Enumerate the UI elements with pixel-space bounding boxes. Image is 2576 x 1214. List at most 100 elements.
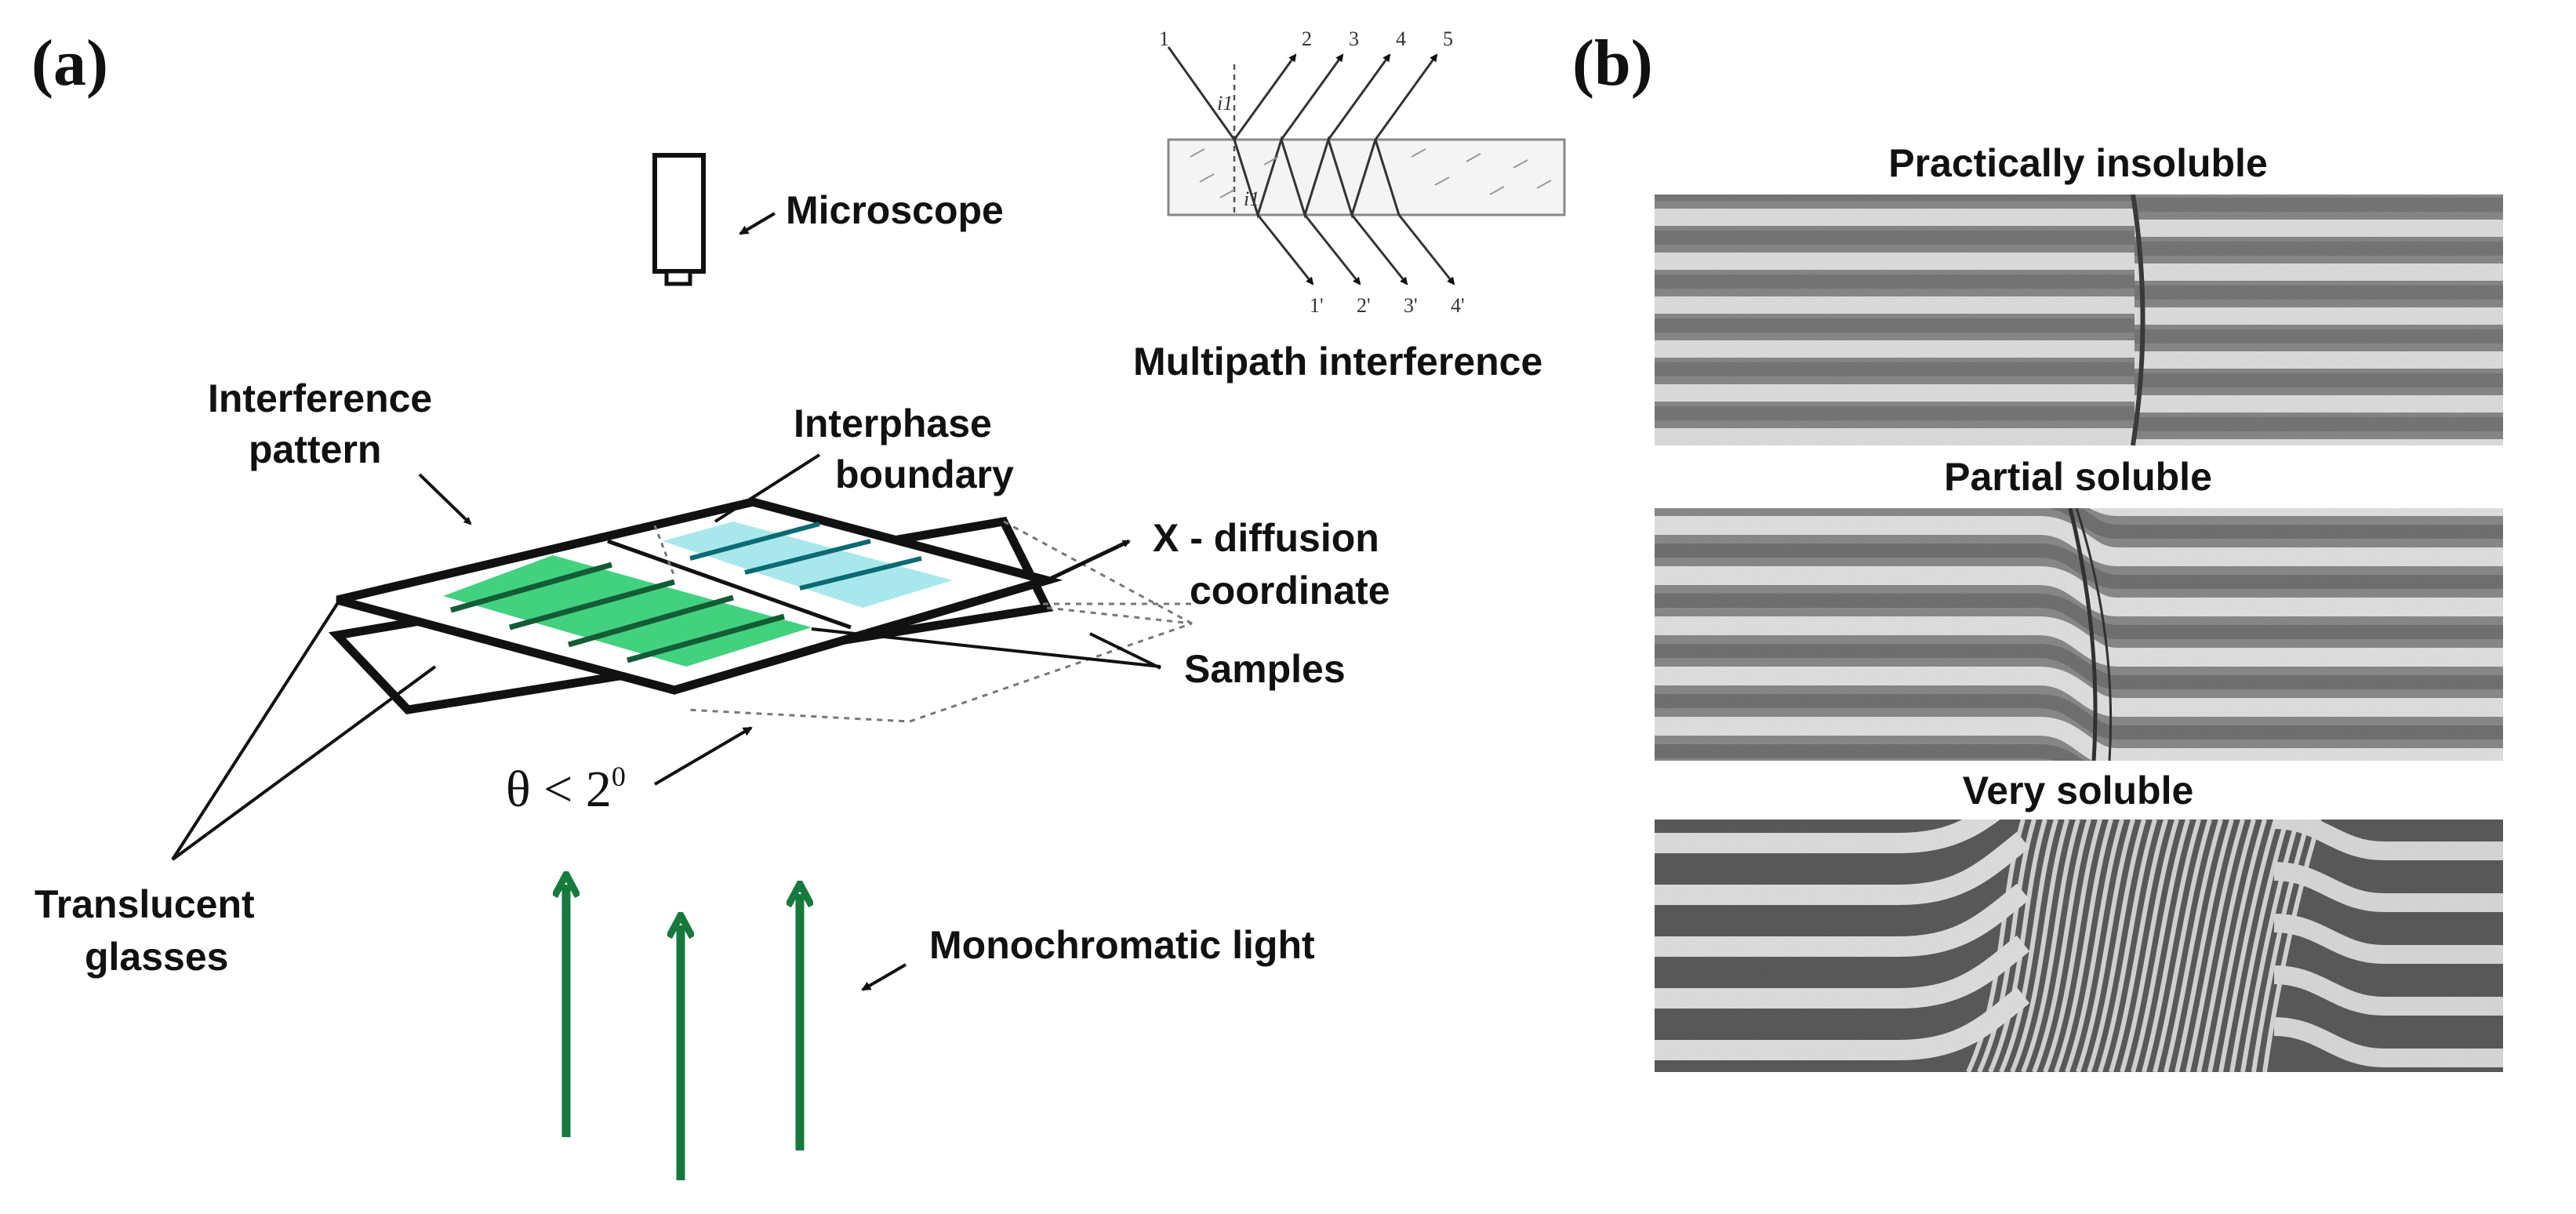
diffusion-label-line1: X - diffusion bbox=[1153, 516, 1379, 560]
fringe-stripe bbox=[2135, 417, 2503, 431]
fringe-stripe bbox=[2218, 820, 2278, 1072]
fringe-stripe bbox=[2076, 820, 2135, 1072]
cyan-region bbox=[663, 522, 953, 608]
panel-b-letter: (b) bbox=[1572, 27, 1653, 100]
fringe-stripe bbox=[1655, 296, 2135, 314]
angle-mark-top: i1 bbox=[1217, 92, 1233, 114]
fringe-stripe bbox=[1655, 566, 2503, 616]
fringe-stripe bbox=[2135, 373, 2503, 387]
interphase-boundary-label-line1: Interphase bbox=[794, 402, 992, 445]
fringe-stripe bbox=[2135, 307, 2503, 325]
fringe-stripe bbox=[2065, 820, 2124, 1072]
fringe-stripe bbox=[2032, 820, 2091, 1072]
fringe-stripe bbox=[2153, 820, 2212, 1072]
microscope-label: Microscope bbox=[786, 188, 1004, 232]
ray-number: 3' bbox=[1404, 294, 1418, 317]
light-pointer bbox=[861, 963, 907, 991]
fringe-stripe bbox=[1655, 594, 2503, 639]
fringe-stripe bbox=[2021, 820, 2080, 1072]
fringe-image-partial bbox=[1655, 508, 2503, 761]
fringe-stripe bbox=[1655, 694, 2503, 740]
angle-pointer bbox=[653, 726, 753, 786]
fringe-stripe bbox=[2273, 1017, 2503, 1067]
fringe-stripe bbox=[2229, 820, 2289, 1072]
fringe-stripe bbox=[2135, 395, 2503, 413]
green-region bbox=[443, 555, 812, 667]
fringe-stripe bbox=[2273, 820, 2503, 860]
fringe-stripe bbox=[2196, 820, 2256, 1072]
fringe-stripe bbox=[2262, 820, 2322, 1072]
ray-number: 4 bbox=[1396, 27, 1406, 50]
panel-a-letter: (a) bbox=[31, 27, 108, 100]
fringe-stripe bbox=[2120, 820, 2179, 1072]
multipath-ray-numbers-top: 1 2 3 4 5 bbox=[1159, 27, 1453, 50]
translucent-label-line1: Translucent bbox=[35, 882, 255, 926]
image-title-partial: Partial soluble bbox=[1944, 455, 2212, 499]
ray-number: 1 bbox=[1159, 27, 1169, 50]
fringe-stripe bbox=[2135, 242, 2503, 256]
angle-mark-bottom: i1 bbox=[1244, 187, 1259, 210]
ray-number: 5 bbox=[1443, 27, 1453, 50]
fringe-stripe bbox=[2109, 820, 2168, 1072]
microscope-icon bbox=[652, 153, 706, 286]
fringe-stripe bbox=[2142, 820, 2201, 1072]
diffusion-arrow bbox=[1045, 539, 1131, 583]
ray-number: 4' bbox=[1451, 294, 1465, 317]
fringe-stripe bbox=[1999, 820, 2058, 1072]
interference-pattern-label-line2: pattern bbox=[249, 427, 381, 471]
angle-label: θ < 20 bbox=[506, 761, 626, 818]
fringe-stripe bbox=[1655, 318, 2135, 333]
fringe-stripe bbox=[1655, 667, 2503, 717]
interference-pattern-pointer bbox=[418, 473, 472, 525]
image-title-insoluble: Practically insoluble bbox=[1888, 141, 2268, 185]
diffusion-label-line2: coordinate bbox=[1190, 569, 1390, 612]
fringe-stripe bbox=[2087, 820, 2146, 1072]
fringe-stripe bbox=[1655, 831, 2030, 905]
multipath-ray-numbers-bottom: 1' 2' 3' 4' bbox=[1310, 294, 1465, 317]
fringe-stripe bbox=[2185, 820, 2245, 1072]
light-label: Monochromatic light bbox=[929, 923, 1315, 967]
ray-number: 1' bbox=[1310, 294, 1324, 317]
translucent-pointer-2 bbox=[171, 665, 437, 861]
fringe-stripe bbox=[2054, 820, 2113, 1072]
fringe-stripe bbox=[1655, 717, 2503, 761]
fringe-stripe bbox=[1655, 516, 2503, 566]
fringe-stripe bbox=[2273, 914, 2503, 964]
light-arrows bbox=[566, 885, 800, 1180]
fringe-stripe bbox=[1655, 987, 2030, 1060]
fringe-stripe bbox=[1655, 384, 2135, 402]
interphase-boundary-pointer bbox=[714, 453, 821, 523]
fringe-stripe bbox=[2240, 820, 2300, 1072]
fringe-stripe bbox=[2207, 820, 2267, 1072]
fringe-stripe bbox=[1655, 644, 2503, 689]
interference-pattern-label-line1: Interference bbox=[208, 376, 432, 420]
fringe-stripe bbox=[1655, 616, 2503, 667]
ray-number: 2 bbox=[1302, 27, 1312, 50]
ray-number: 2' bbox=[1357, 294, 1371, 317]
fringe-stripe bbox=[2273, 965, 2503, 1016]
samples-pointer-1 bbox=[811, 627, 1161, 668]
fringe-stripe bbox=[2135, 198, 2503, 212]
fringe-stripe bbox=[2135, 285, 2503, 300]
samples-pointer-2 bbox=[1089, 632, 1161, 670]
multipath-label: Multipath interference bbox=[1133, 340, 1542, 383]
fringe-stripe bbox=[2135, 329, 2503, 343]
microscope-pointer bbox=[739, 212, 776, 235]
fringe-stripe bbox=[2047, 508, 2503, 539]
multipath-inset bbox=[1167, 46, 1566, 285]
fringe-stripe bbox=[2135, 264, 2503, 281]
fringe-stripe bbox=[1655, 253, 2135, 270]
fringe-stripe bbox=[2175, 820, 2234, 1072]
translucent-label-line2: glasses bbox=[85, 935, 228, 979]
samples-label: Samples bbox=[1184, 647, 1346, 691]
fringe-stripe bbox=[2251, 820, 2311, 1072]
fringe-stripe bbox=[1655, 231, 2135, 245]
fringe-stripe bbox=[1655, 274, 2135, 289]
image-title-very: Very soluble bbox=[1963, 769, 2194, 812]
translucent-pointer-1 bbox=[171, 602, 339, 861]
fringe-stripe bbox=[1655, 883, 2030, 957]
fringe-stripe bbox=[1655, 362, 2135, 376]
fringe-image-very bbox=[1655, 820, 2503, 1072]
fringe-stripe bbox=[2135, 220, 2503, 237]
